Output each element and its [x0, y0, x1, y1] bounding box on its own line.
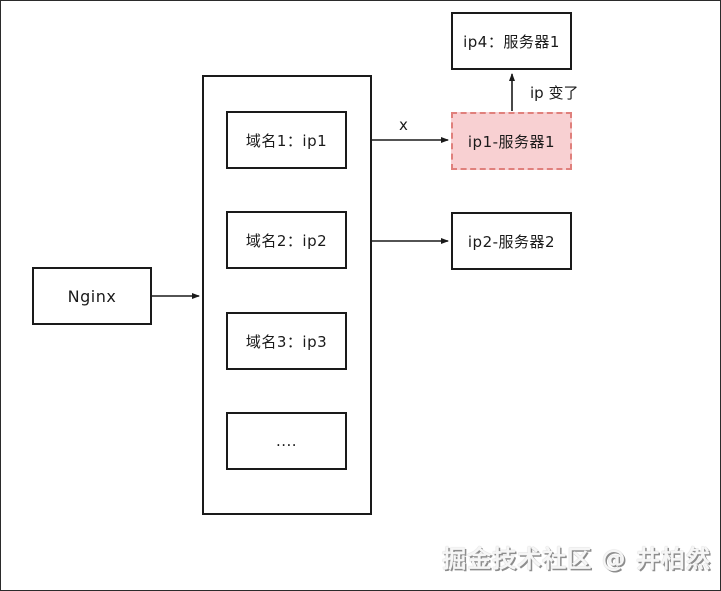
domain-box-1: 域名1：ip1	[226, 111, 347, 169]
domain-box-2: 域名2：ip2	[226, 211, 347, 269]
domain-box-ellipsis-label: ....	[275, 432, 298, 450]
server-box-ip1-label: ip1-服务器1	[467, 132, 556, 151]
broken-mark-label: x	[399, 116, 408, 134]
domain-box-ellipsis: ....	[226, 412, 347, 470]
server-box-ip2-label: ip2-服务器2	[467, 232, 556, 251]
watermark: 掘金技术社区 @ 井柏然	[442, 545, 711, 573]
nginx-label: Nginx	[67, 286, 117, 306]
server-box-ip2: ip2-服务器2	[451, 212, 572, 270]
domain-box-3: 域名3：ip3	[226, 312, 347, 370]
server-box-ip4-label: ip4：服务器1	[463, 32, 560, 51]
domain-box-3-label: 域名3：ip3	[245, 332, 328, 351]
server-box-ip4: ip4：服务器1	[451, 12, 572, 70]
server-box-ip1-highlighted: ip1-服务器1	[451, 112, 572, 170]
domain-box-2-label: 域名2：ip2	[245, 231, 328, 250]
nginx-box: Nginx	[32, 267, 152, 325]
domain-box-1-label: 域名1：ip1	[245, 131, 328, 150]
ip-changed-label: ip 变了	[530, 84, 579, 102]
